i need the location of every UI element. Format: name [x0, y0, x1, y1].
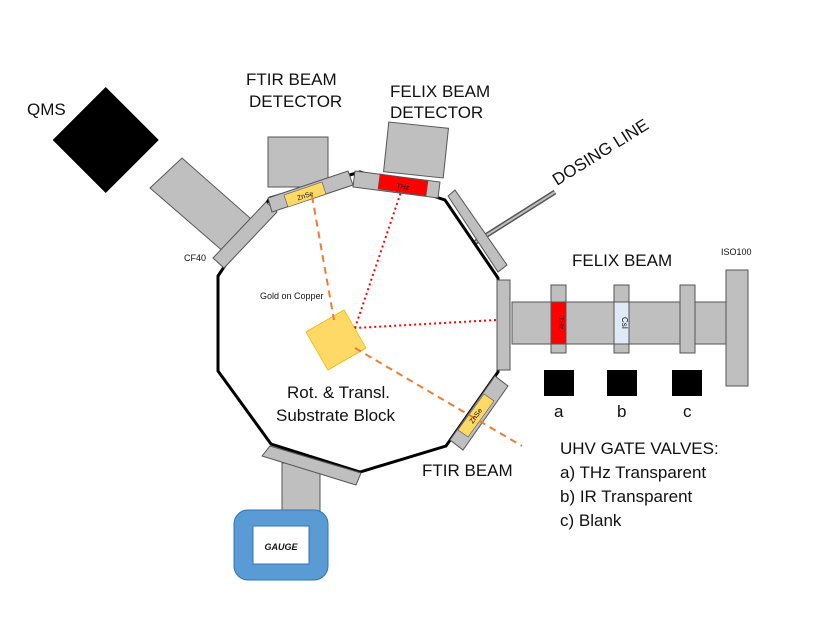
gauge-label-panel [252, 525, 310, 565]
substrate-label-1: Rot. & Transl. [287, 383, 390, 402]
felix-beam-in [354, 319, 497, 329]
gold-substrate [305, 309, 367, 371]
valve-a-label: a [554, 402, 564, 421]
cf40-label: CF40 [184, 253, 206, 263]
valve-c-label: c [683, 402, 692, 421]
ftir-detector-label-1: FTIR BEAM [246, 70, 337, 89]
qms-label: QMS [27, 100, 66, 119]
valve-a-window-label: THz [557, 317, 564, 330]
legend-a: a) THz Transparent [560, 463, 706, 482]
gate-valve-b-actuator [607, 370, 637, 396]
ftir-beam-in [311, 195, 335, 321]
legend-c: c) Blank [560, 511, 622, 530]
gold-on-copper-label: Gold on Copper [260, 291, 324, 301]
legend-b: b) IR Transparent [560, 487, 693, 506]
dosing-line-tube-inner [459, 191, 556, 253]
thz-top-label: THz [396, 183, 410, 192]
felix-beam-label: FELIX BEAM [572, 251, 672, 270]
felix-detector-label-1: FELIX BEAM [390, 82, 490, 101]
iso100-flange [725, 269, 749, 387]
znse-top-label: ZnSe [296, 190, 314, 202]
qms-box [52, 86, 159, 194]
valve-b-label: b [617, 402, 626, 421]
znse-window-top [283, 181, 327, 208]
thz-window-top [377, 173, 429, 197]
legend-title: UHV GATE VALVES: [560, 439, 719, 458]
felix-detector-label-2: DETECTOR [390, 103, 483, 122]
gauge-label: GAUGE [264, 542, 298, 552]
znse-window-bottom [457, 393, 495, 438]
substrate-label-2: Substrate Block [276, 406, 396, 425]
felix-entry-flange [496, 279, 511, 371]
ftir-beam-label: FTIR BEAM [422, 461, 513, 480]
flange-lower-left [261, 445, 362, 486]
gate-valve-c-actuator [672, 370, 702, 396]
gate-valve-b-window [613, 301, 630, 345]
cf40-flange [212, 201, 278, 269]
gate-valve-a-window [550, 301, 567, 345]
ftir-beam-out [354, 347, 523, 447]
gate-valve-a-actuator [544, 370, 574, 396]
dosing-line-label: DOSING LINE [549, 115, 652, 189]
ftir-detector-block [267, 136, 329, 188]
felix-detector-block [383, 121, 449, 179]
valve-b-window-label: CsI [620, 317, 629, 329]
flange-upper-right [447, 189, 508, 273]
iso100-label: ISO100 [721, 247, 752, 257]
gate-valve-c [679, 284, 696, 354]
ftir-detector-label-2: DETECTOR [249, 92, 342, 111]
